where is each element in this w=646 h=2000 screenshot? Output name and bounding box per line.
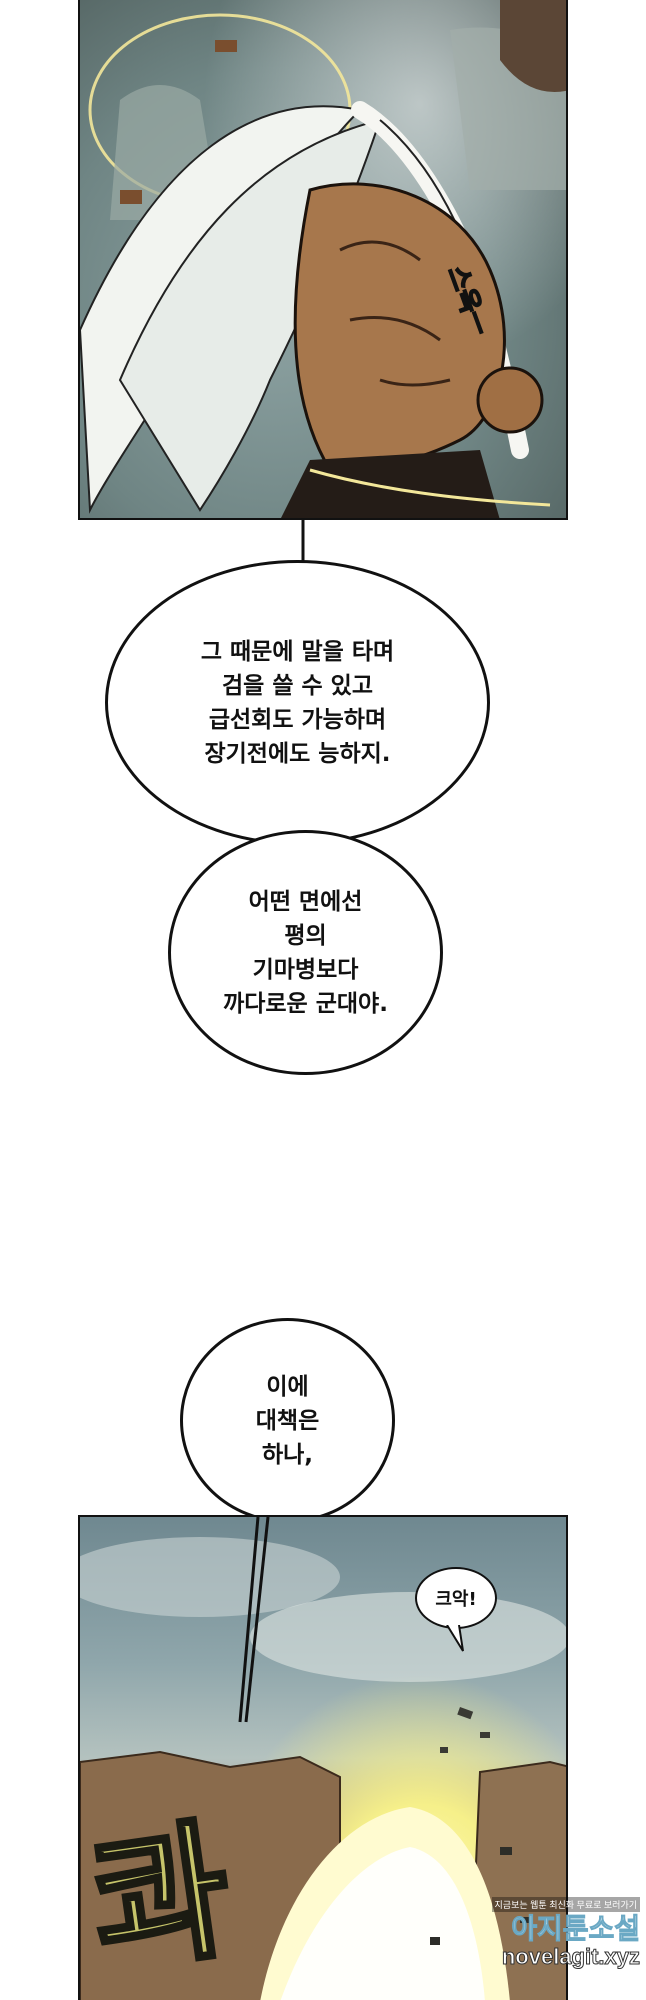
warrior-illustration [80, 0, 566, 518]
watermark-brand: 아지툰소설 [511, 1913, 641, 1945]
bottom-comic-panel: 크악! 콰 [78, 1515, 568, 2000]
top-comic-panel: 스윽ㅡ [78, 0, 568, 520]
speech-bubble-2: 어떤 면에선 평의 기마병보다 까다로운 군대야. [168, 830, 443, 1075]
speech-bubble-3: 이에 대책은 하나, [180, 1318, 395, 1523]
watermark-domain: novelagit.xyz [501, 1944, 640, 1969]
watermark-small: 지금보는 웹툰 최신화 무료로 보러가기 [491, 1897, 640, 1912]
speech-bubble-2-text: 어떤 면에선 평의 기마병보다 까다로운 군대야. [223, 888, 388, 1017]
shout-tail [446, 1625, 464, 1652]
battlefield-illustration [80, 1537, 566, 2000]
speech-bubble-1-text: 그 때문에 말을 타며 검을 쓸 수 있고 급선회도 가능하며 장기전에도 능하… [200, 638, 395, 767]
speech-bubble-1: 그 때문에 말을 타며 검을 쓸 수 있고 급선회도 가능하며 장기전에도 능하… [105, 560, 490, 845]
shout-sfx-text: 크악! [435, 1589, 477, 1610]
speech-bubble-3-text: 이에 대책은 하나, [255, 1373, 320, 1468]
shout-bubble: 크악! [415, 1567, 497, 1629]
bubble-tail [238, 1517, 270, 1723]
watermark: 지금보는 웹툰 최신화 무료로 보러가기 아지툰소설 novelagit.xyz [430, 1895, 641, 1969]
